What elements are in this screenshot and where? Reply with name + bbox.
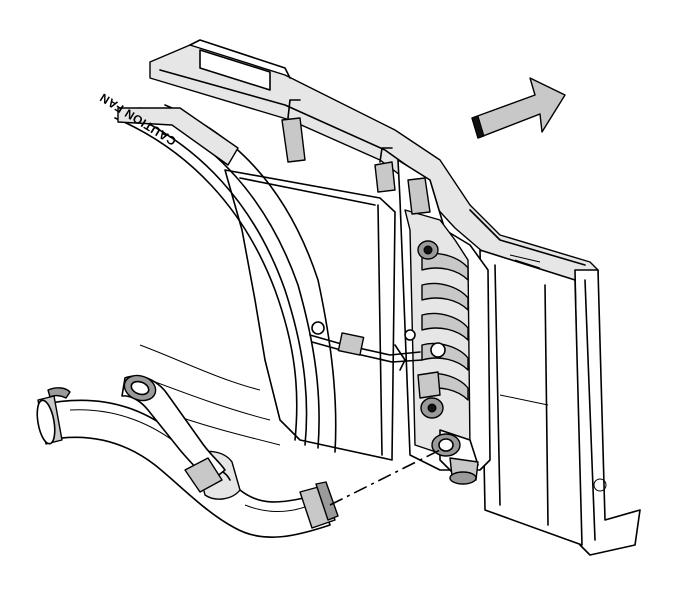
mounting-posts	[281, 99, 396, 193]
harness-bracket	[309, 321, 446, 371]
hose-connection-leader-line	[329, 449, 441, 506]
radiator-side-tank	[397, 159, 491, 485]
caution-fan-label: CAUTION FAN	[97, 90, 239, 166]
radiator-core	[479, 249, 583, 546]
forward-arrow-icon	[471, 77, 566, 139]
radiator-support-side-pillar	[574, 269, 641, 556]
bolt-icon	[593, 478, 607, 492]
upper-hose-segment[interactable]	[121, 371, 226, 493]
